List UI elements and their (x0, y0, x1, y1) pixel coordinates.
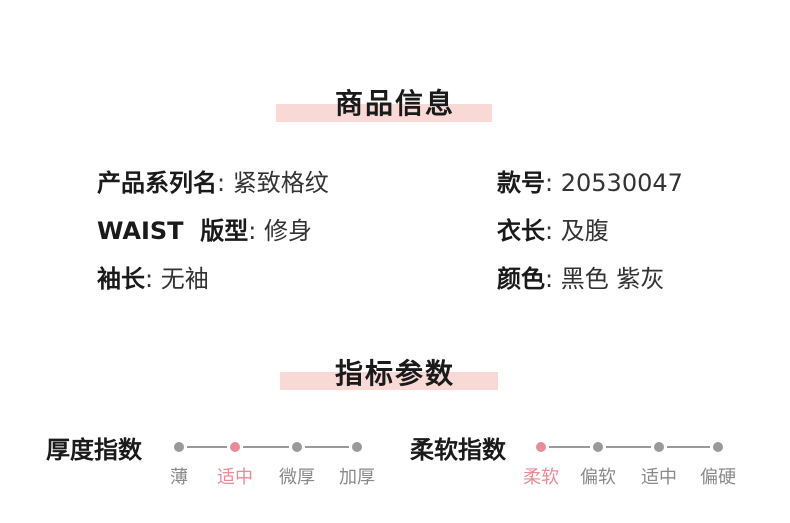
info-value: 无袖 (160, 265, 209, 293)
scale-dot (654, 442, 664, 452)
info-style-number: 款号: 20530047 (497, 163, 683, 198)
scale-connector (549, 446, 590, 448)
scale-connector (243, 446, 289, 448)
info-separator: : (545, 169, 554, 197)
info-sleeve: 袖长: 无袖 (97, 259, 209, 294)
scale-level-label: 加厚 (339, 467, 375, 488)
title-highlight-band (280, 372, 498, 390)
scale-level-label: 薄 (170, 467, 188, 488)
scale-level-label: 偏软 (580, 467, 616, 488)
thickness-label: 厚度指数 (46, 436, 142, 464)
info-value: 修身 (264, 217, 312, 245)
indicators-title: 指标参数 (334, 357, 455, 390)
scale-dot (536, 442, 546, 452)
scale-dot (230, 442, 240, 452)
info-key: 款号 (497, 169, 545, 197)
scale-dot (352, 442, 362, 452)
info-value: 20530047 (560, 169, 683, 197)
info-key: 袖长 (97, 265, 145, 293)
info-separator: : (545, 265, 554, 293)
scale-connector (667, 446, 710, 448)
info-value: 黑色 紫灰 (560, 265, 665, 293)
info-key: 产品系列名 (97, 169, 217, 197)
info-separator: : (248, 217, 257, 245)
info-separator: : (217, 169, 226, 197)
scale-level-label: 偏硬 (700, 467, 736, 488)
info-value: 紧致格纹 (232, 169, 329, 197)
info-key: WAIST 版型 (97, 217, 249, 245)
title-highlight-band (276, 104, 492, 122)
scale-level-label: 适中 (217, 467, 253, 488)
info-color: 颜色: 黑色 紫灰 (497, 259, 664, 294)
info-key: 颜色 (497, 265, 545, 293)
info-separator: : (545, 217, 554, 245)
scale-connector (187, 446, 227, 448)
scale-connector (305, 446, 349, 448)
indicators-header: 指标参数 (0, 350, 790, 400)
scale-dot (593, 442, 603, 452)
product-info-title: 商品信息 (334, 87, 455, 120)
info-value: 及腹 (560, 217, 609, 245)
info-separator: : (145, 265, 154, 293)
scale-connector (606, 446, 651, 448)
softness-label: 柔软指数 (410, 436, 506, 464)
scale-level-label: 适中 (641, 467, 677, 488)
scale-dot (174, 442, 184, 452)
info-series-name: 产品系列名: 紧致格纹 (97, 163, 329, 198)
product-info-header: 商品信息 (0, 80, 790, 130)
scale-dot (292, 442, 302, 452)
scale-dot (713, 442, 723, 452)
scale-level-label: 柔软 (523, 467, 559, 488)
scale-level-label: 微厚 (279, 467, 315, 488)
info-fit: WAIST 版型: 修身 (97, 211, 312, 246)
info-key: 衣长 (497, 217, 545, 245)
info-length: 衣长: 及腹 (497, 211, 609, 246)
